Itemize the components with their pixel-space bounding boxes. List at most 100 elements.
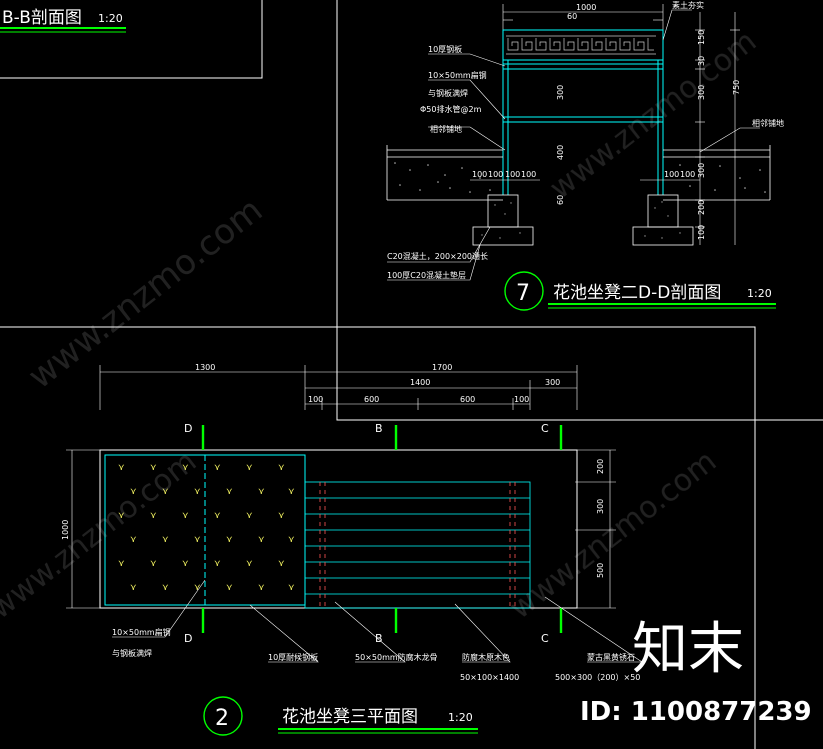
svg-text:⋎: ⋎ — [130, 583, 137, 593]
section-dd-title-text: 花池坐凳二D-D剖面图 — [553, 283, 721, 303]
plan-drawing: 1300 1700 1400 300 100 600 600 100 1000 … — [61, 363, 643, 682]
svg-text:⋎: ⋎ — [226, 583, 233, 593]
dd-label-paving-right: 相邻铺地 — [752, 118, 784, 128]
planting-symbols: ⋎⋎⋎⋎⋎⋎ ⋎⋎⋎⋎⋎⋎ ⋎⋎⋎⋎⋎⋎ ⋎⋎⋎⋎⋎⋎ ⋎⋎⋎⋎⋎⋎ ⋎⋎⋎⋎⋎… — [118, 463, 295, 593]
svg-text:⋎: ⋎ — [194, 487, 201, 497]
svg-text:⋎: ⋎ — [226, 535, 233, 545]
svg-text:⋎: ⋎ — [150, 559, 157, 569]
watermark-text-2: www.znzmo.com — [543, 24, 763, 206]
dd-label-drain: Φ50排水管@2m — [420, 104, 482, 114]
watermark-text-1: www.znzmo.com — [21, 190, 270, 397]
plan-cut-c-top: C — [541, 422, 549, 435]
plan-dim-mid-1: 300 — [545, 378, 560, 387]
dd-dim-b2: 100 — [505, 170, 520, 179]
dd-label-welded: 与钢板满焊 — [428, 88, 468, 98]
plan-dim-left: 1000 — [61, 520, 70, 540]
svg-text:⋎: ⋎ — [130, 535, 137, 545]
plan-label-flat-bar: 10×50mm扁钢 — [112, 627, 171, 637]
dd-dim-b1: 100 — [488, 170, 503, 179]
dd-dim-r2: 300 — [697, 85, 706, 100]
svg-text:⋎: ⋎ — [278, 463, 285, 473]
dd-dim-r4: 200 — [697, 200, 706, 215]
watermark-text-4: www.znzmo.com — [503, 444, 723, 626]
plan-cut-b-bottom: B — [375, 632, 383, 645]
svg-text:⋎: ⋎ — [182, 511, 189, 521]
plan-dim-top-1: 1700 — [432, 363, 452, 372]
dd-label-footing: C20混凝土，200×200通长 — [387, 251, 488, 261]
svg-text:⋎: ⋎ — [288, 583, 295, 593]
svg-text:⋎: ⋎ — [278, 559, 285, 569]
dd-dim-r1: 30 — [697, 56, 706, 66]
plan-dim-low-1: 600 — [364, 395, 379, 404]
plan-title-text: 花池坐凳三平面图 — [282, 707, 418, 727]
svg-text:⋎: ⋎ — [246, 559, 253, 569]
svg-text:⋎: ⋎ — [246, 511, 253, 521]
plan-cut-c-bottom: C — [541, 632, 549, 645]
plan-dim-mid-0: 1400 — [410, 378, 430, 387]
watermark-layer: www.znzmo.com www.znzmo.com www.znzmo.co… — [0, 24, 763, 626]
plan-badge: 2 — [215, 706, 229, 731]
svg-text:⋎: ⋎ — [118, 559, 125, 569]
plan-cut-d-bottom: D — [184, 632, 192, 645]
svg-text:⋎: ⋎ — [278, 511, 285, 521]
dd-dim-b3: 100 — [521, 170, 536, 179]
dd-dim-l1: 400 — [556, 145, 565, 160]
dd-label-steel-plate: 10厚钢板 — [428, 44, 462, 54]
svg-text:⋎: ⋎ — [162, 583, 169, 593]
dd-label-soil: 素土夯实 — [672, 0, 704, 10]
svg-text:⋎: ⋎ — [194, 583, 201, 593]
plan-cut-b-top: B — [375, 422, 383, 435]
plan-label-plate: 10厚耐候钢板 — [268, 652, 318, 662]
plan-label-stone: 蒙古黑黄锈石 — [587, 652, 635, 662]
plan-dim-right-1: 300 — [596, 499, 605, 514]
svg-text:⋎: ⋎ — [258, 583, 265, 593]
plan-label-keel: 50×50mm防腐木龙骨 — [355, 652, 438, 662]
svg-text:⋎: ⋎ — [182, 463, 189, 473]
dd-dim-o0: 750 — [732, 80, 741, 95]
svg-text:⋎: ⋎ — [162, 535, 169, 545]
svg-text:⋎: ⋎ — [214, 463, 221, 473]
dd-dim-r5: 100 — [697, 225, 706, 240]
dd-dim-b4: 100 — [664, 170, 679, 179]
svg-text:⋎: ⋎ — [288, 535, 295, 545]
section-bb-title-text: B-B剖面图 — [2, 8, 82, 28]
plan-dim-right-0: 200 — [596, 459, 605, 474]
svg-text:⋎: ⋎ — [118, 463, 125, 473]
svg-text:⋎: ⋎ — [214, 559, 221, 569]
plan-title: 2 花池坐凳三平面图 1:20 — [203, 696, 478, 736]
dd-label-cushion: 100厚C20混凝土垫层 — [387, 270, 466, 280]
svg-text:⋎: ⋎ — [226, 487, 233, 497]
dd-dim-r3: 300 — [697, 163, 706, 178]
dd-dim-b5: 100 — [680, 170, 695, 179]
plan-dim-low-2: 600 — [460, 395, 475, 404]
section-bb-scale: 1:20 — [98, 12, 123, 25]
plan-dim-top-0: 1300 — [195, 363, 215, 372]
dd-dim-r0: 150 — [697, 30, 706, 45]
svg-text:⋎: ⋎ — [258, 487, 265, 497]
plan-label-wood: 防腐木原木色 — [462, 652, 510, 662]
plan-label-welded: 与钢板满焊 — [112, 648, 152, 658]
plan-dim-right-2: 500 — [596, 563, 605, 578]
svg-text:⋎: ⋎ — [130, 487, 137, 497]
dd-dim-b0: 100 — [472, 170, 487, 179]
brand-logo: 知末 ID: 1100877239 — [580, 617, 812, 727]
plan-label-wood-size: 50×100×1400 — [460, 673, 519, 682]
svg-text:⋎: ⋎ — [118, 511, 125, 521]
dd-dim-l2: 60 — [556, 195, 565, 205]
plan-dim-low-3: 100 — [514, 395, 529, 404]
svg-text:⋎: ⋎ — [258, 535, 265, 545]
section-dd-drawing: 1000 60 — [386, 0, 784, 281]
section-dd-badge: 7 — [516, 281, 530, 306]
svg-text:⋎: ⋎ — [194, 535, 201, 545]
plan-label-stone-size: 500×300（200）×50 — [555, 673, 640, 682]
svg-text:⋎: ⋎ — [246, 463, 253, 473]
brand-logo-text: 知末 — [632, 617, 744, 682]
dd-label-flat-bar: 10×50mm扁钢 — [428, 70, 487, 80]
svg-text:⋎: ⋎ — [150, 511, 157, 521]
brand-id: ID: 1100877239 — [580, 697, 812, 727]
svg-text:⋎: ⋎ — [182, 559, 189, 569]
svg-text:⋎: ⋎ — [214, 511, 221, 521]
dd-label-paving: 相邻铺地 — [430, 124, 462, 134]
